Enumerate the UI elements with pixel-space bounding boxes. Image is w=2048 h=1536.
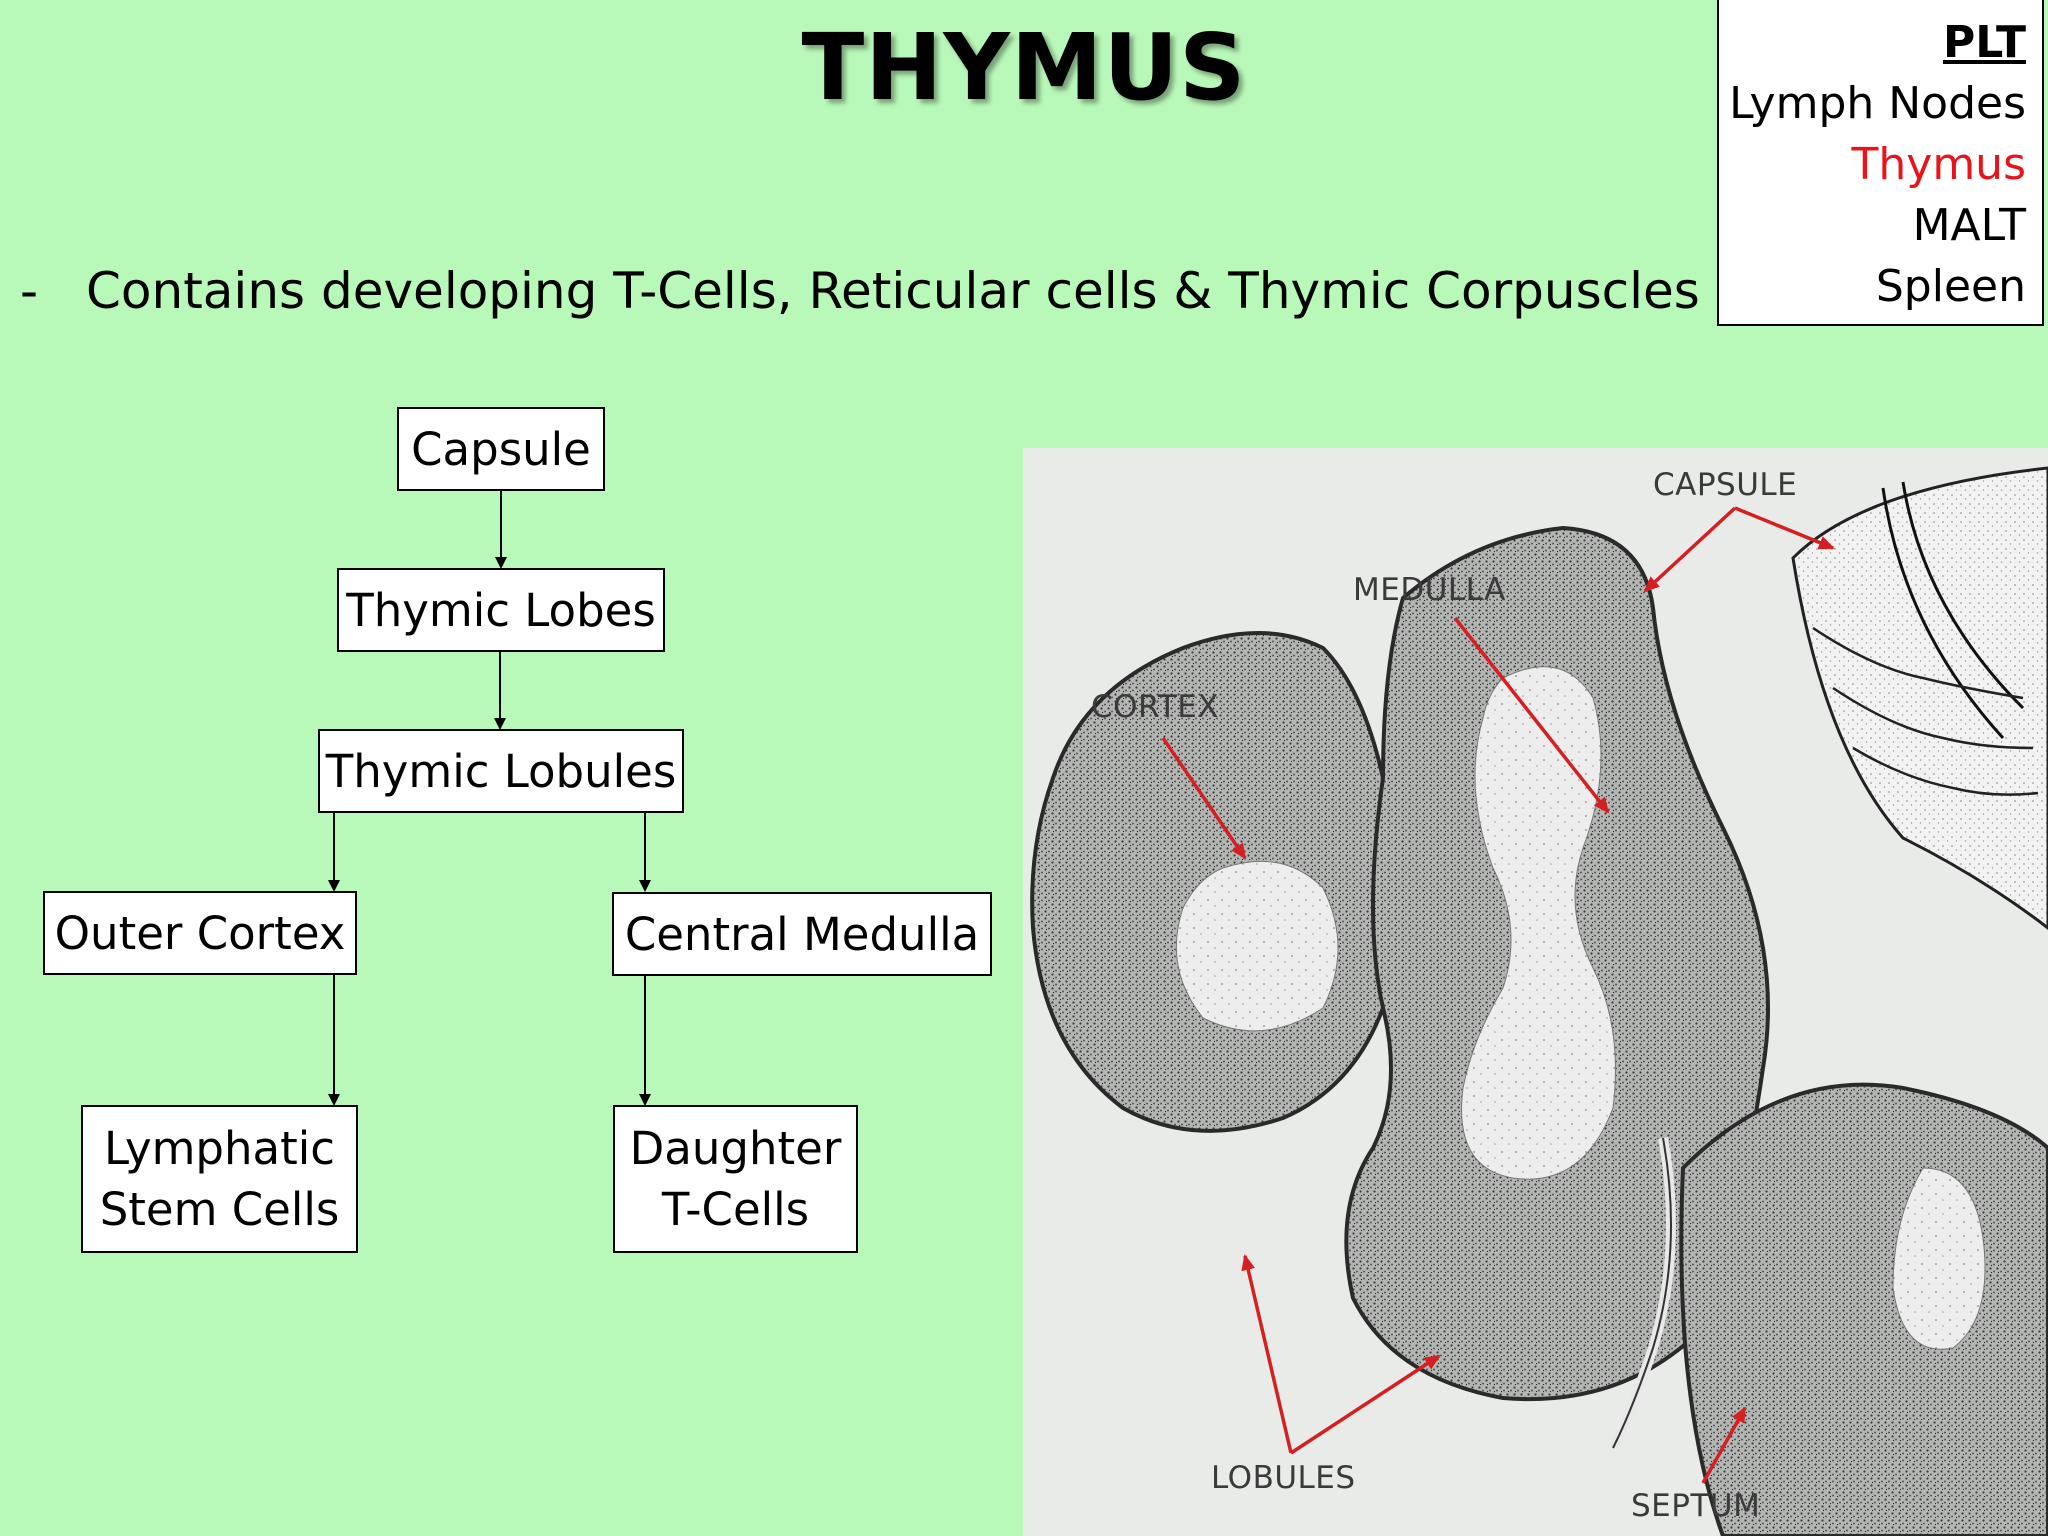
arrow-capsule-left [1643, 506, 1737, 593]
central-medulla-label: Central Medulla [624, 907, 980, 961]
thymus-micrograph-drawing: CAPSULE MEDULLA CORTEX LOBULES SEPTUM [1030, 466, 2048, 1536]
nav-heading[interactable]: PLT [1942, 17, 2026, 68]
topic-nav-box: PLT Lymph Nodes Thymus MALT Spleen [1717, 0, 2044, 326]
arrow-septum [1701, 1406, 1747, 1484]
nav-item-thymus[interactable]: Thymus [1851, 139, 2026, 190]
arrow-lobules-left [1241, 1254, 1293, 1454]
bullet-text: Contains developing T-Cells, Reticular c… [86, 262, 1700, 320]
central-medulla-box: Central Medulla [612, 892, 992, 976]
stem-cells-line1: Lymphatic [104, 1122, 335, 1175]
stem-cells-line2: Stem Cells [99, 1183, 340, 1236]
nav-item-malt[interactable]: MALT [1912, 200, 2026, 251]
nav-item-lymph-nodes[interactable]: Lymph Nodes [1729, 78, 2026, 129]
lymphatic-stem-cells-box: Lymphatic Stem Cells [81, 1105, 358, 1253]
thymic-lobules-label: Thymic Lobules [325, 744, 677, 798]
label-capsule: CAPSULE [1653, 467, 1797, 503]
label-septum: SEPTUM [1631, 1488, 1760, 1524]
lower-right-lobule [1679, 1082, 2048, 1536]
daughter-line1: Daughter [629, 1122, 842, 1175]
label-medulla: MEDULLA [1353, 572, 1506, 608]
arrow-medulla [1453, 616, 1610, 814]
thymic-lobules-box: Thymic Lobules [318, 729, 684, 813]
flowchart-connectors [328, 491, 651, 1106]
thymus-micrograph: CAPSULE MEDULLA CORTEX LOBULES SEPTUM [1023, 448, 2048, 1536]
arrow-cortex [1161, 737, 1247, 860]
daughter-t-cells-box: Daughter T-Cells [613, 1105, 858, 1253]
adjacent-tissue [1791, 466, 2048, 930]
daughter-line2: T-Cells [661, 1183, 810, 1236]
nav-item-spleen[interactable]: Spleen [1875, 261, 2026, 312]
label-lobules: LOBULES [1211, 1460, 1356, 1496]
arrow-capsule-right [1734, 506, 1835, 550]
outer-cortex-box: Outer Cortex [43, 891, 357, 975]
slide-title: THYMUS [801, 14, 1247, 121]
capsule-label: Capsule [411, 422, 591, 476]
capsule-box: Capsule [397, 407, 605, 491]
label-cortex: CORTEX [1091, 689, 1219, 725]
arrow-lobules-right [1290, 1354, 1441, 1455]
thymic-lobes-label: Thymic Lobes [346, 583, 656, 637]
outer-cortex-label: Outer Cortex [54, 906, 346, 960]
bullet-point: -Contains developing T-Cells, Reticular … [20, 262, 1700, 320]
bullet-marker: - [20, 262, 39, 320]
thymic-lobes-box: Thymic Lobes [337, 568, 665, 652]
hierarchy-flowchart: Capsule Thymic Lobes Thymic Lobules Oute… [0, 0, 1020, 1300]
pointer-arrows [1161, 506, 1835, 1484]
